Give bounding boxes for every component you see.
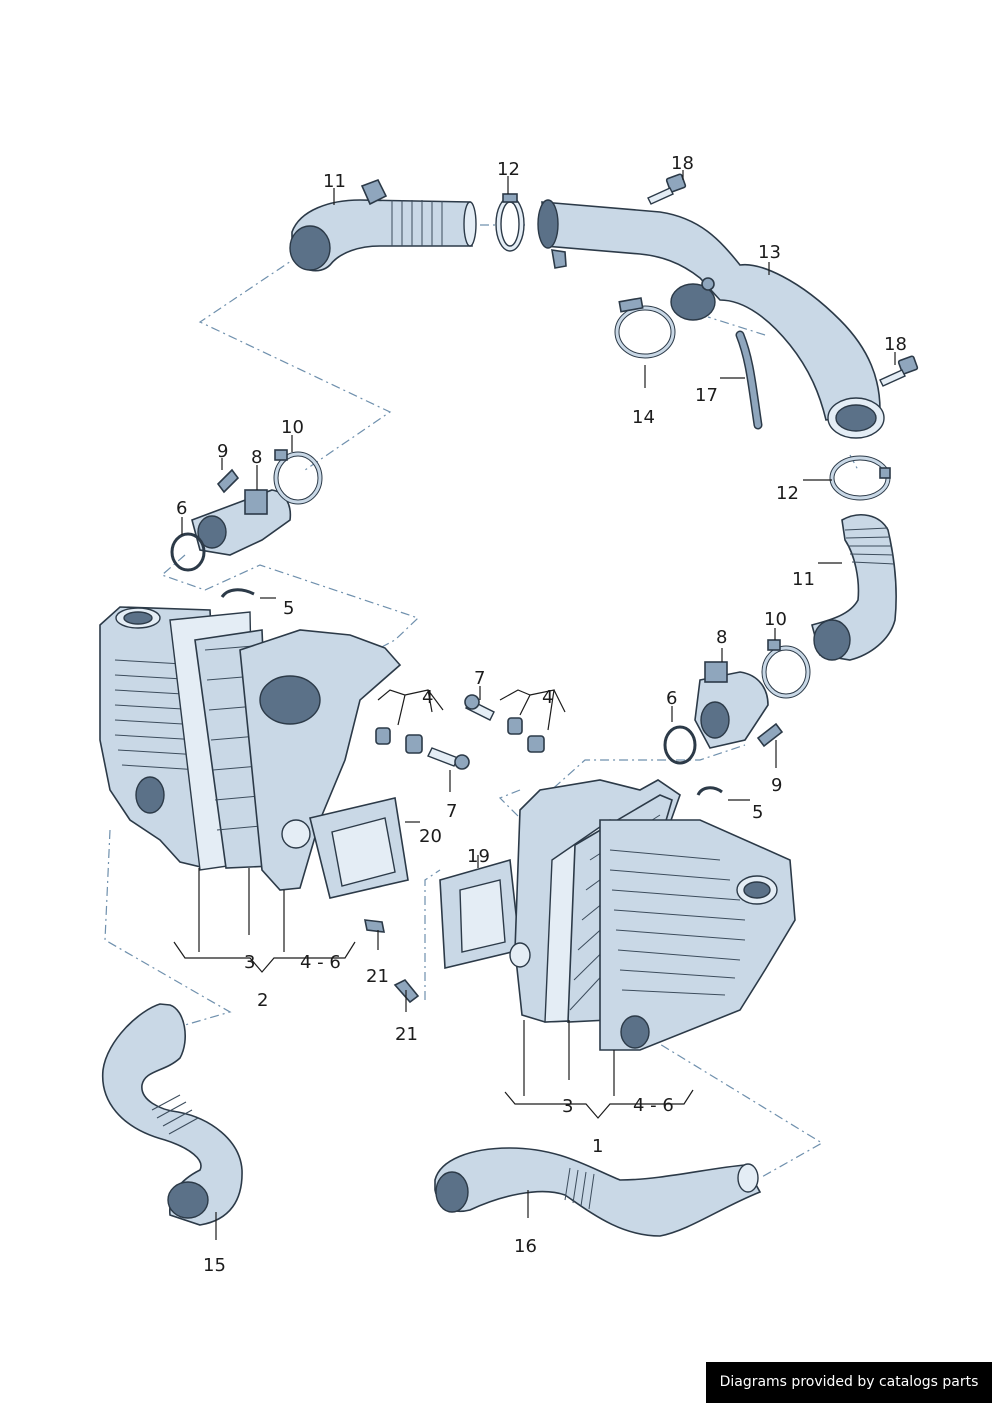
callout-21-lower: 21 bbox=[395, 1024, 418, 1045]
screw-21-upper bbox=[363, 919, 386, 933]
callout-13: 13 bbox=[758, 242, 781, 263]
callout-9-right: 9 bbox=[771, 775, 782, 796]
callout-2: 2 bbox=[257, 990, 268, 1011]
callout-8-right: 8 bbox=[716, 627, 727, 648]
callout-6-right: 6 bbox=[666, 688, 677, 709]
callout-9-left: 9 bbox=[217, 441, 228, 462]
callout-12-top: 12 bbox=[497, 159, 520, 180]
callout-4-6-left: 4 - 6 bbox=[300, 952, 341, 973]
callout-1: 1 bbox=[592, 1136, 603, 1157]
screw-9-left bbox=[216, 468, 240, 494]
hose-clamp-14 bbox=[614, 297, 676, 359]
intake-duct-15 bbox=[101, 1003, 243, 1226]
callout-17: 17 bbox=[695, 385, 718, 406]
callout-8-left: 8 bbox=[251, 447, 262, 468]
callout-3-left: 3 bbox=[244, 952, 255, 973]
callout-20: 20 bbox=[419, 826, 442, 847]
hose-clamp-10-right bbox=[761, 639, 811, 699]
credit-banner: Diagrams provided by catalogs parts bbox=[706, 1362, 992, 1403]
clip-5-left bbox=[220, 588, 255, 598]
callout-4-left: 4 bbox=[422, 687, 433, 708]
bracket-19 bbox=[439, 858, 521, 970]
bolt-18-right bbox=[879, 355, 919, 387]
mounting-sleeves-center bbox=[464, 694, 545, 753]
callout-7-left: 7 bbox=[446, 801, 457, 822]
callout-6-left: 6 bbox=[176, 498, 187, 519]
callout-5-left: 5 bbox=[283, 598, 294, 619]
air-filter-housing-right bbox=[509, 779, 796, 1051]
mounting-sleeves-left bbox=[375, 727, 470, 770]
intake-hose-upper-left bbox=[289, 178, 477, 272]
callout-5-right: 5 bbox=[752, 802, 763, 823]
callout-18-top: 18 bbox=[671, 153, 694, 174]
callout-10-right: 10 bbox=[764, 609, 787, 630]
callout-labels: 11 12 18 13 18 17 14 10 9 8 12 6 11 5 10… bbox=[176, 153, 907, 1276]
bolt-18-upper bbox=[647, 173, 687, 205]
hose-clamp-upper bbox=[495, 193, 525, 252]
screw-9-right bbox=[756, 722, 784, 748]
clip-5-right bbox=[696, 786, 723, 796]
intake-duct-16 bbox=[434, 1147, 762, 1237]
hose-clamp-right bbox=[829, 455, 891, 501]
callout-15: 15 bbox=[203, 1255, 226, 1276]
callout-3-right: 3 bbox=[562, 1096, 573, 1117]
vent-hose-17 bbox=[735, 330, 763, 430]
callout-19: 19 bbox=[467, 846, 490, 867]
callout-21-upper: 21 bbox=[366, 966, 389, 987]
callout-7-center: 7 bbox=[474, 668, 485, 689]
callout-12-right: 12 bbox=[776, 483, 799, 504]
hose-clamp-10-left bbox=[273, 449, 323, 505]
bracket-20 bbox=[309, 797, 409, 899]
seal-ring-6-left bbox=[170, 532, 206, 572]
leader-lines bbox=[173, 170, 896, 1240]
callout-14: 14 bbox=[632, 407, 655, 428]
callout-4-center: 4 bbox=[542, 687, 553, 708]
intake-hose-right bbox=[811, 514, 897, 661]
intake-pipe-center bbox=[537, 199, 885, 439]
callout-11-right: 11 bbox=[792, 569, 815, 590]
seal-ring-6-right bbox=[663, 725, 697, 765]
air-mass-meter-left bbox=[191, 489, 292, 556]
callout-11-top: 11 bbox=[323, 171, 346, 192]
callout-10-left: 10 bbox=[281, 417, 304, 438]
callout-4-6-right: 4 - 6 bbox=[633, 1095, 674, 1116]
callout-16: 16 bbox=[514, 1236, 537, 1257]
air-mass-meter-right bbox=[694, 661, 769, 749]
callout-18-right: 18 bbox=[884, 334, 907, 355]
air-filter-housing-left bbox=[99, 606, 402, 891]
